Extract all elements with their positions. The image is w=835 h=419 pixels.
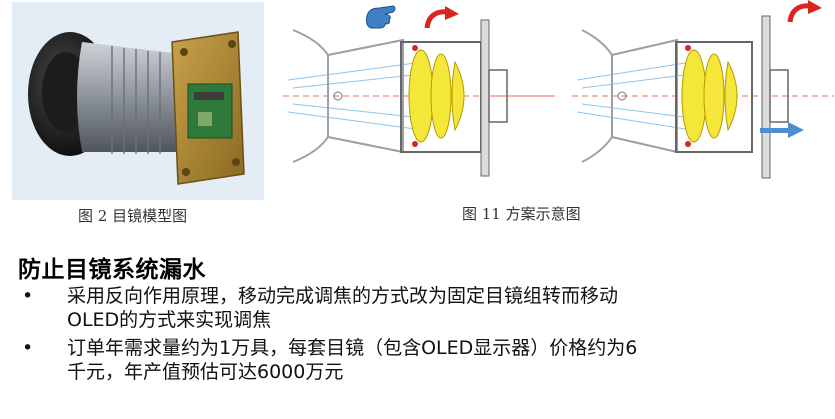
lens-barrel [77,42,182,152]
bullet-text: 订单年需求量约为1万具，每套目镜（包含OLED显示器）价格约为6 [67,337,638,359]
eyepiece-3d-render [12,2,264,200]
bullet-text: 千元，年产值预估可达6000万元 [67,361,344,383]
bullet-dot-icon: • [22,285,34,307]
bullet-list: • 采用反向作用原理，移动完成调焦的方式改为固定目镜组转而移动 OLED的方式来… [22,284,832,388]
lens-group [408,49,465,143]
bullet-item: • 采用反向作用原理，移动完成调焦的方式改为固定目镜组转而移动 OLED的方式来… [22,284,832,332]
eye-cup-outline [292,29,329,163]
bullet-item: • 订单年需求量约为1万具，每套目镜（包含OLED显示器）价格约为6 千元，年产… [22,336,832,384]
figure-caption-left: 图 2 目镜模型图 [78,207,188,225]
bullet-text: OLED的方式来实现调焦 [67,309,272,331]
flow-arrow [760,122,804,138]
rotate-arrow-icon [787,0,822,23]
scheme-diagram-1 [283,0,555,198]
section-title: 防止目镜系统漏水 [18,257,206,283]
figure-caption-right: 图 11 方案示意图 [462,205,581,223]
scheme-diagram-2 [572,0,834,198]
hand-pointer-icon [366,5,396,29]
bullet-dot-icon: • [22,337,34,359]
lens-group [681,49,738,143]
bullet-text: 采用反向作用原理，移动完成调焦的方式改为固定目镜组转而移动 [67,285,619,307]
rotate-arrow-icon [424,6,459,29]
